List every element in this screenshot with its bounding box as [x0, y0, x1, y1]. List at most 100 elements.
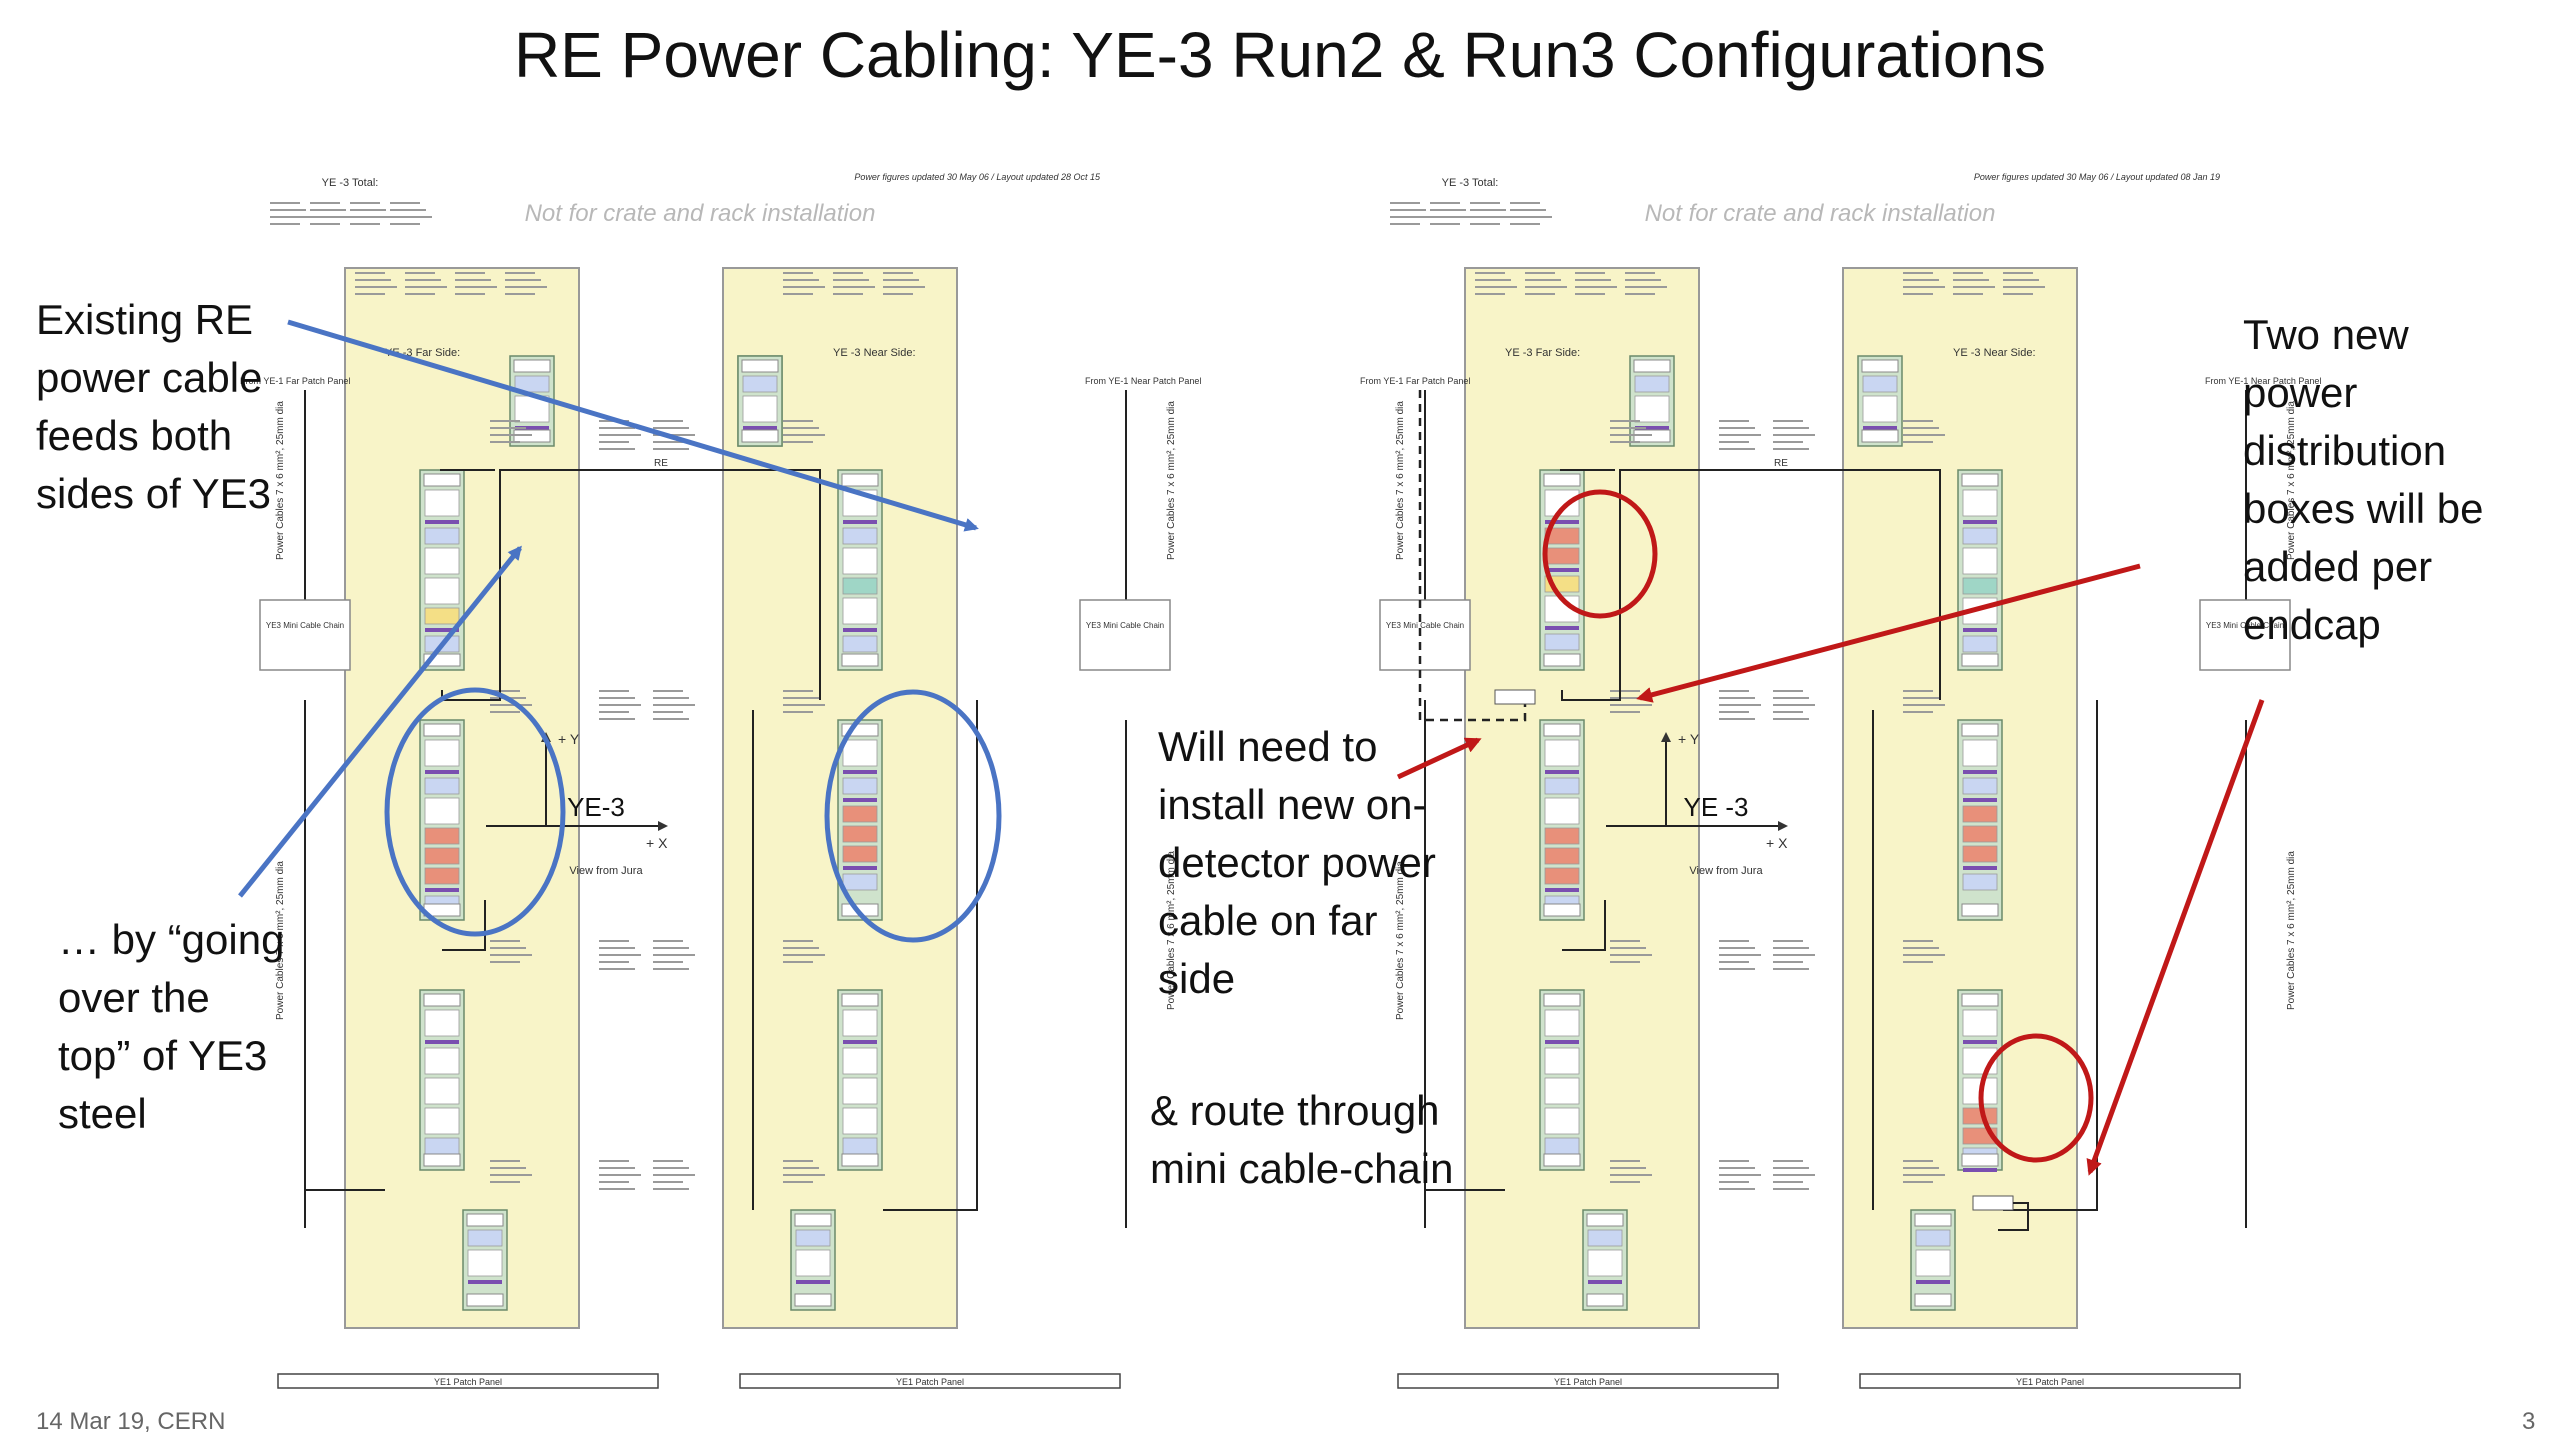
far-header-table-line	[455, 293, 485, 295]
patch-panel-right-label: YE1 Patch Panel	[896, 1377, 964, 1387]
rack-far-upper	[1539, 469, 1585, 671]
rack-unit	[1962, 825, 1998, 843]
rack-notes-far-line	[490, 420, 520, 422]
rack-notes-outer-far-line	[1719, 711, 1749, 713]
rack-header	[1914, 1213, 1952, 1227]
rack-notes-outer-far-line	[599, 1181, 629, 1183]
rack-notes-outer-near-line	[1773, 1174, 1815, 1176]
rack-notes-outer-near-line	[653, 1174, 695, 1176]
rack-near-middle	[1957, 719, 2003, 921]
rack-notes-outer-far-line	[599, 968, 635, 970]
rack-unit	[842, 547, 878, 575]
far-header-table-line	[1525, 272, 1555, 274]
rack-notes-outer-near-line	[653, 441, 683, 443]
rack-far-middle	[1539, 719, 1585, 921]
rack-notes-outer-near-line	[653, 954, 695, 956]
arrow-new-box-far	[1636, 563, 2141, 703]
rack-near-middle	[837, 719, 883, 921]
rack-unit	[842, 527, 878, 545]
rack-footer	[423, 1153, 461, 1167]
rack-notes-far-line	[490, 947, 526, 949]
near-header-table-line	[833, 293, 863, 295]
rack-unit	[843, 866, 877, 870]
rack-far-upper	[419, 469, 465, 671]
arrow-new-cable	[1396, 737, 1482, 780]
power-cables-label-near-lower: Power Cables 7 x 6 mm², 25mm dia	[2286, 851, 2297, 1010]
rack-notes-near-line	[1903, 704, 1945, 706]
total-label: YE -3 Total:	[322, 177, 379, 189]
rack-unit	[1962, 1009, 1998, 1037]
near-header-table-line	[2003, 286, 2045, 288]
rack-unit	[795, 1249, 831, 1277]
rack-unit	[1545, 770, 1579, 774]
rack-unit	[424, 1137, 460, 1155]
rack-unit	[1962, 873, 1998, 891]
rack-notes-outer-far-line	[599, 718, 635, 720]
far-header-table-line	[1525, 279, 1561, 281]
rack-unit	[1544, 777, 1580, 795]
rack-header	[1543, 473, 1581, 487]
rack-notes-near-line	[783, 1181, 813, 1183]
rack-notes-near-line	[1903, 961, 1933, 963]
far-header-table-line	[355, 279, 391, 281]
far-header-table-line	[355, 286, 397, 288]
total-table-line	[270, 202, 300, 204]
rack-unit	[1545, 888, 1579, 892]
rack-unit	[1963, 628, 1997, 632]
rack-notes-outer-far-line	[599, 1174, 641, 1176]
highlight-ellipse-far-side	[384, 687, 566, 937]
total-table-line	[1390, 202, 1420, 204]
patch-panel-right	[1859, 1373, 2241, 1389]
rack-header	[423, 993, 461, 1007]
rack-header	[466, 1213, 504, 1227]
rack-unit	[796, 1280, 830, 1284]
callout-line: side	[1158, 955, 1236, 1002]
rack-unit	[467, 1249, 503, 1277]
total-table-line	[1390, 209, 1426, 211]
rack-unit	[425, 520, 459, 524]
rack-notes-outer-far-line	[599, 954, 641, 956]
callout-line: Two new	[2243, 311, 2409, 358]
slide-title: RE Power Cabling: YE-3 Run2 & Run3 Confi…	[513, 19, 2047, 91]
total-table-line	[310, 209, 346, 211]
rack-header	[1861, 359, 1899, 373]
rack-notes-outer-near-line	[653, 448, 689, 450]
total-table-line	[1470, 216, 1512, 218]
patch-panel-left-label: YE1 Patch Panel	[1554, 1377, 1622, 1387]
rack-notes-outer-far-line	[599, 961, 629, 963]
rack-notes-outer-near-line	[653, 704, 695, 706]
rack-notes-far-line	[490, 704, 532, 706]
rack-notes-near-line	[1903, 947, 1939, 949]
total-table-line	[1470, 202, 1500, 204]
rack-unit	[842, 873, 878, 891]
total-table-line	[1390, 223, 1420, 225]
rack-notes-outer-near-line	[653, 690, 683, 692]
annotation-layer	[238, 319, 2265, 1176]
rack-unit	[1544, 633, 1580, 651]
rack-notes-far-line	[490, 690, 520, 692]
rack-notes-far-line	[1610, 961, 1640, 963]
rack-unit	[842, 825, 878, 843]
rack-unit	[424, 547, 460, 575]
rack-notes-near-line	[783, 961, 813, 963]
rack-unit	[1915, 1229, 1951, 1247]
rack-notes-outer-near-line	[1773, 441, 1803, 443]
far-header-table-line	[455, 286, 497, 288]
rack-notes-outer-near-line	[653, 718, 689, 720]
total-table-line	[390, 216, 432, 218]
watermark-text: Not for crate and rack installation	[525, 200, 876, 227]
rack-notes-outer-far-line	[599, 434, 641, 436]
callout-line: power	[2243, 369, 2358, 416]
axis-y-label: + Y	[558, 731, 580, 747]
rack-notes-outer-near-line	[1773, 434, 1815, 436]
far-header-table-line	[1625, 272, 1655, 274]
near-header-table-line	[1953, 293, 1983, 295]
near-header-table-line	[1903, 293, 1933, 295]
rack-notes-outer-near-line	[1773, 961, 1803, 963]
far-header-table-line	[1575, 286, 1617, 288]
rack-footer	[1961, 903, 1999, 917]
mini-chain-label-far: YE3 Mini Cable Chain	[1386, 621, 1464, 630]
rack-notes-outer-far-line	[1719, 434, 1761, 436]
callout-two-new-boxes: Two new power distribution boxes will be…	[2243, 306, 2483, 654]
near-side-label: YE -3 Near Side:	[833, 347, 916, 359]
